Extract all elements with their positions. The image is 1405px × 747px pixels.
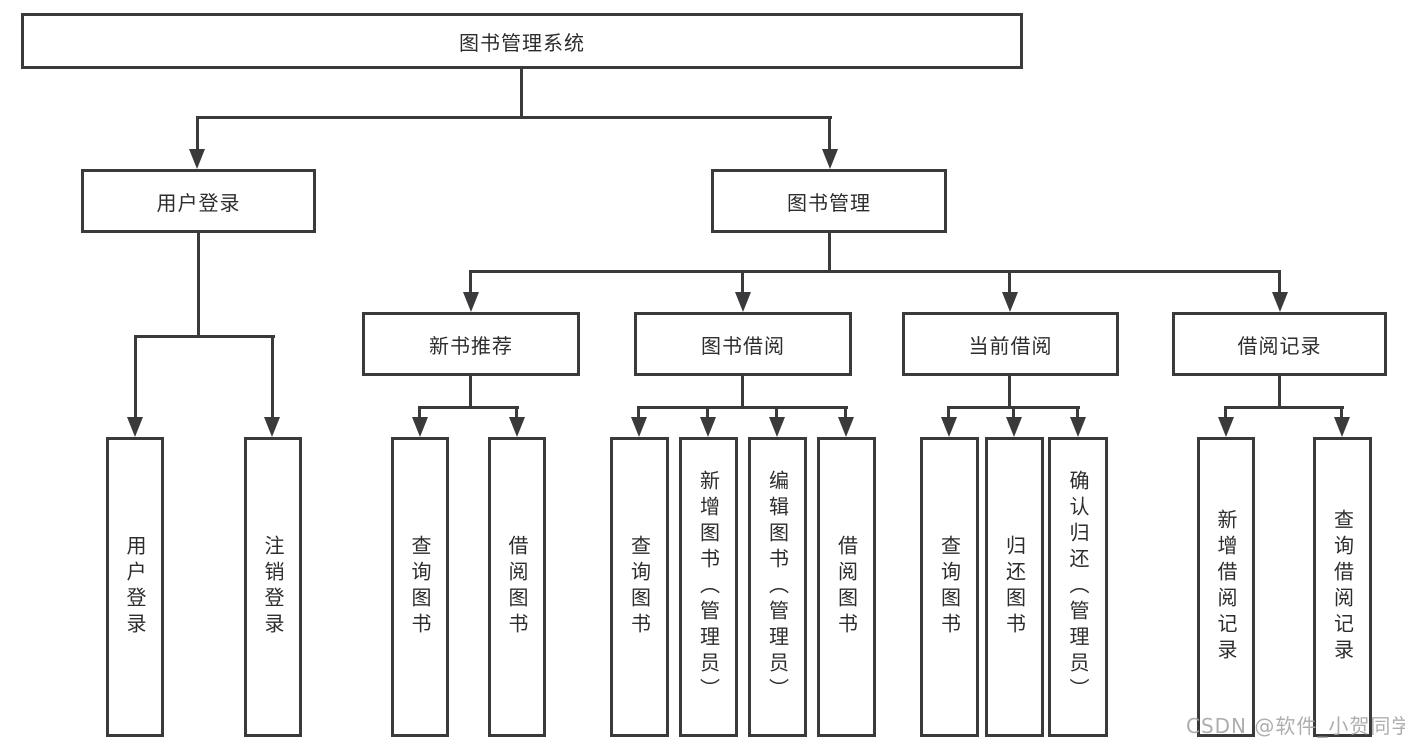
leaf-user-login: 用户登录 (106, 437, 164, 737)
leaf-logout-login: 注销登录 (244, 437, 302, 737)
node-label: 查询图书 (627, 535, 652, 639)
node-label: 注销登录 (261, 535, 285, 639)
connector-vline (637, 406, 640, 420)
connector-vline (828, 116, 831, 152)
arrowhead-down-icon (838, 417, 854, 437)
connector-vline (418, 406, 421, 420)
arrowhead-down-icon (700, 417, 716, 437)
connector-vline (741, 270, 744, 295)
leaf-current-return-books: 归还图书 (985, 437, 1044, 737)
node-label: 当前借阅 (968, 333, 1053, 358)
connector-vline (196, 116, 199, 152)
arrowhead-down-icon (631, 417, 647, 437)
leaf-borrow-add-book-admin: 新增图书（管理员） (679, 437, 738, 737)
connector-hline (134, 335, 275, 338)
node-label: 确认归还（管理员） (1066, 470, 1090, 704)
node-label: 借阅图书 (505, 535, 529, 639)
node-label: 用户登录 (123, 535, 147, 639)
connector-hline (196, 116, 832, 119)
arrowhead-down-icon (1006, 417, 1022, 437)
connector-vline (1008, 270, 1011, 295)
arrowhead-down-icon (1334, 417, 1350, 437)
node-label: 查询图书 (937, 535, 962, 639)
connector-vline (1278, 270, 1281, 295)
connector-vline (1224, 406, 1227, 420)
node-borrowing-records: 借阅记录 (1172, 312, 1387, 376)
leaf-records-query-borrow-record: 查询借阅记录 (1313, 437, 1372, 737)
leaf-current-confirm-return-admin: 确认归还（管理员） (1048, 437, 1108, 737)
leaf-borrow-query-books: 查询图书 (610, 437, 669, 737)
node-label: 编辑图书（管理员） (765, 470, 790, 704)
node-label: 图书管理系统 (459, 30, 585, 55)
arrowhead-down-icon (189, 149, 205, 169)
node-label: 新增图书（管理员） (696, 470, 721, 704)
connector-hline (469, 270, 1281, 273)
node-library-management-system: 图书管理系统 (21, 13, 1023, 69)
node-label: 新书推荐 (429, 333, 513, 358)
connector-vline (1340, 406, 1343, 420)
connector-vline (741, 375, 744, 409)
arrowhead-down-icon (127, 417, 143, 437)
node-user-login: 用户登录 (81, 169, 316, 233)
node-label: 新增借阅记录 (1214, 509, 1238, 665)
arrowhead-down-icon (1218, 417, 1234, 437)
arrowhead-down-icon (1070, 417, 1086, 437)
leaf-borrow-borrow-books: 借阅图书 (817, 437, 876, 737)
arrowhead-down-icon (941, 417, 957, 437)
connector-vline (134, 335, 137, 420)
node-book-management: 图书管理 (711, 169, 947, 233)
connector-vline (469, 375, 472, 409)
connector-vline (197, 233, 200, 338)
arrowhead-down-icon (509, 417, 525, 437)
node-label: 查询图书 (408, 535, 432, 639)
leaf-records-add-borrow-record: 新增借阅记录 (1197, 437, 1255, 737)
connector-vline (271, 335, 274, 420)
connector-vline (844, 406, 847, 420)
connector-hline (1224, 406, 1344, 409)
node-new-book-recommendation: 新书推荐 (362, 312, 580, 376)
connector-vline (520, 67, 523, 119)
connector-vline (469, 270, 472, 295)
arrowhead-down-icon (735, 292, 751, 312)
connector-vline (1278, 375, 1281, 409)
arrowhead-down-icon (769, 417, 785, 437)
arrowhead-down-icon (1272, 292, 1288, 312)
arrowhead-down-icon (1002, 292, 1018, 312)
connector-vline (775, 406, 778, 420)
leaf-borrow-edit-book-admin: 编辑图书（管理员） (748, 437, 807, 737)
node-book-borrowing: 图书借阅 (634, 312, 852, 376)
leaf-newrec-borrow-books: 借阅图书 (488, 437, 546, 737)
arrowhead-down-icon (412, 417, 428, 437)
node-label: 归还图书 (1002, 535, 1027, 639)
arrowhead-down-icon (264, 417, 280, 437)
arrowhead-down-icon (463, 292, 479, 312)
connector-hline (637, 406, 848, 409)
connector-vline (1008, 375, 1011, 409)
connector-vline (706, 406, 709, 420)
node-label: 用户登录 (156, 190, 241, 215)
connector-vline (1012, 406, 1015, 420)
node-label: 借阅记录 (1237, 333, 1322, 358)
connector-vline (828, 233, 831, 273)
node-current-borrowing: 当前借阅 (902, 312, 1119, 376)
connector-vline (947, 406, 950, 420)
watermark: CSDN @软件_小贺同学 (1186, 714, 1405, 738)
node-label: 图书管理 (787, 190, 871, 215)
connector-vline (515, 406, 518, 420)
node-label: 查询借阅记录 (1330, 509, 1355, 665)
node-label: 借阅图书 (834, 535, 859, 639)
leaf-current-query-books: 查询图书 (920, 437, 979, 737)
node-label: 图书借阅 (701, 333, 785, 358)
leaf-newrec-query-books: 查询图书 (391, 437, 449, 737)
connector-hline (418, 406, 519, 409)
arrowhead-down-icon (822, 149, 838, 169)
connector-vline (1076, 406, 1079, 420)
